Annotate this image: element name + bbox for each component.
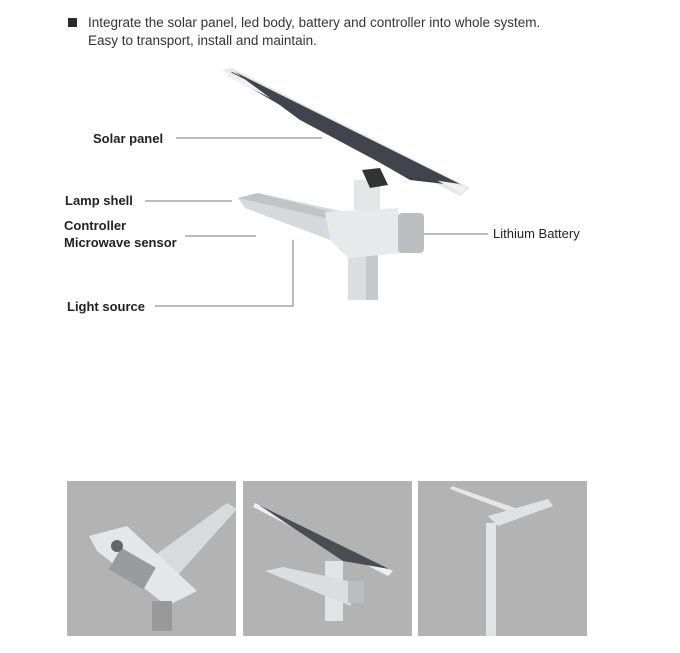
lamp-body — [325, 208, 402, 258]
bullet-square-icon — [68, 18, 77, 27]
intro-line-2: Easy to transport, install and maintain. — [88, 33, 317, 48]
label-lithium-battery: Lithium Battery — [493, 226, 580, 241]
battery-box — [398, 213, 424, 253]
product-photo-on-pole — [418, 481, 587, 636]
label-solar-panel: Solar panel — [93, 131, 164, 146]
product-photo-underside — [67, 481, 236, 636]
label-light-source: Light source — [67, 299, 146, 314]
label-lamp-shell: Lamp shell — [65, 193, 133, 208]
label-controller: Controller — [64, 218, 127, 233]
label-microwave-sensor: Microwave sensor — [64, 235, 177, 250]
intro-line-1: Integrate the solar panel, led body, bat… — [88, 15, 541, 30]
product-photo-side — [243, 481, 412, 636]
lamp-shell-shape — [238, 193, 348, 255]
intro-text: Integrate the solar panel, led body, bat… — [88, 14, 540, 50]
